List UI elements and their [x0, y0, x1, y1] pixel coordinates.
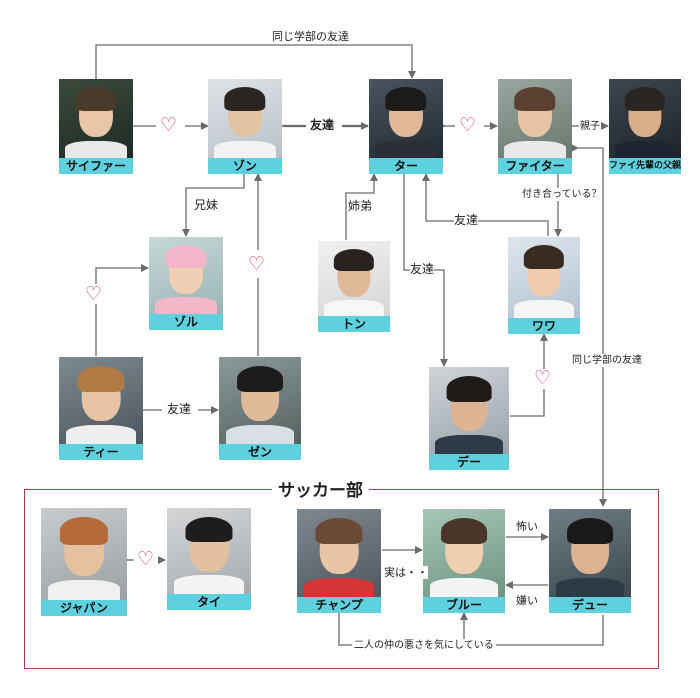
zen-name: ゼン	[219, 444, 301, 460]
character-zen: ゼン	[219, 357, 301, 460]
heart-icon: ♡	[160, 114, 178, 136]
zol-name: ゾル	[149, 314, 223, 330]
character-ton: トン	[318, 241, 390, 332]
due-name: デュー	[549, 597, 631, 613]
heart-icon: ♡	[137, 548, 155, 570]
character-japan: ジャパン	[41, 508, 127, 616]
blue-name: ブルー	[423, 597, 505, 613]
saifa-name: サイファー	[59, 158, 133, 174]
wawa-name: ワワ	[508, 318, 580, 334]
character-champ: チャンプ	[297, 509, 381, 613]
relation-bad-relationship: 二人の仲の悪さを気にしている	[352, 639, 496, 652]
relation-dislike: 嫌い	[516, 594, 538, 607]
dee-photo	[429, 367, 509, 454]
relation-friends-zon-tar: 友達	[310, 118, 335, 132]
heart-icon: ♡	[248, 253, 266, 275]
fighter-name: ファイター	[498, 158, 572, 174]
fighter-father-name: ファイ先輩の父親	[609, 158, 681, 174]
character-tar: ター	[369, 79, 443, 174]
champ-name: チャンプ	[297, 597, 381, 613]
fighter-father-photo	[609, 79, 681, 158]
relation-friends-tar-wawa: 友達	[454, 213, 479, 227]
relation-scary: 怖い	[516, 520, 538, 533]
ton-photo	[318, 241, 390, 316]
relation-friends-tee-zen: 友達	[167, 402, 192, 416]
relation-dating-question: 付き合っている？	[522, 188, 602, 201]
tee-name: ティー	[59, 444, 143, 460]
character-blue: ブルー	[423, 509, 505, 613]
ton-name: トン	[318, 316, 390, 332]
zon-name: ゾン	[208, 158, 282, 174]
champ-photo	[297, 509, 381, 597]
character-fighter: ファイター	[498, 79, 572, 174]
zen-photo	[219, 357, 301, 444]
saifa-photo	[59, 79, 133, 158]
character-fighter-father: ファイ先輩の父親	[609, 79, 681, 174]
character-saifa: サイファー	[59, 79, 133, 174]
character-zol: ゾル	[149, 237, 223, 330]
character-zon: ゾン	[208, 79, 282, 174]
japan-photo	[41, 508, 127, 600]
blue-photo	[423, 509, 505, 597]
relation-actually: 実は・・	[384, 566, 428, 579]
japan-name: ジャパン	[41, 600, 127, 616]
relation-siblings: 兄妹	[194, 198, 219, 212]
relation-parent-child: 親子	[580, 120, 600, 133]
tai-name: タイ	[167, 594, 251, 610]
heart-icon: ♡	[534, 367, 552, 389]
tar-photo	[369, 79, 443, 158]
zon-photo	[208, 79, 282, 158]
zol-photo	[149, 237, 223, 314]
tai-photo	[167, 508, 251, 594]
heart-icon: ♡	[85, 283, 103, 305]
soccer-club-title: サッカー部	[272, 480, 369, 502]
relation-same-faculty-top: 同じ学部の友達	[270, 30, 351, 43]
fighter-photo	[498, 79, 572, 158]
character-wawa: ワワ	[508, 237, 580, 334]
tar-name: ター	[369, 158, 443, 174]
character-tai: タイ	[167, 508, 251, 610]
relation-same-faculty-right: 同じ学部の友達	[572, 354, 642, 367]
wawa-photo	[508, 237, 580, 318]
relation-elder-sister-brother: 姉弟	[348, 199, 373, 213]
dee-name: デー	[429, 454, 509, 470]
character-tee: ティー	[59, 357, 143, 460]
heart-icon: ♡	[459, 114, 477, 136]
tee-photo	[59, 357, 143, 444]
relation-friends-tar-dee: 友達	[410, 262, 435, 276]
due-photo	[549, 509, 631, 597]
character-due: デュー	[549, 509, 631, 613]
character-dee: デー	[429, 367, 509, 470]
